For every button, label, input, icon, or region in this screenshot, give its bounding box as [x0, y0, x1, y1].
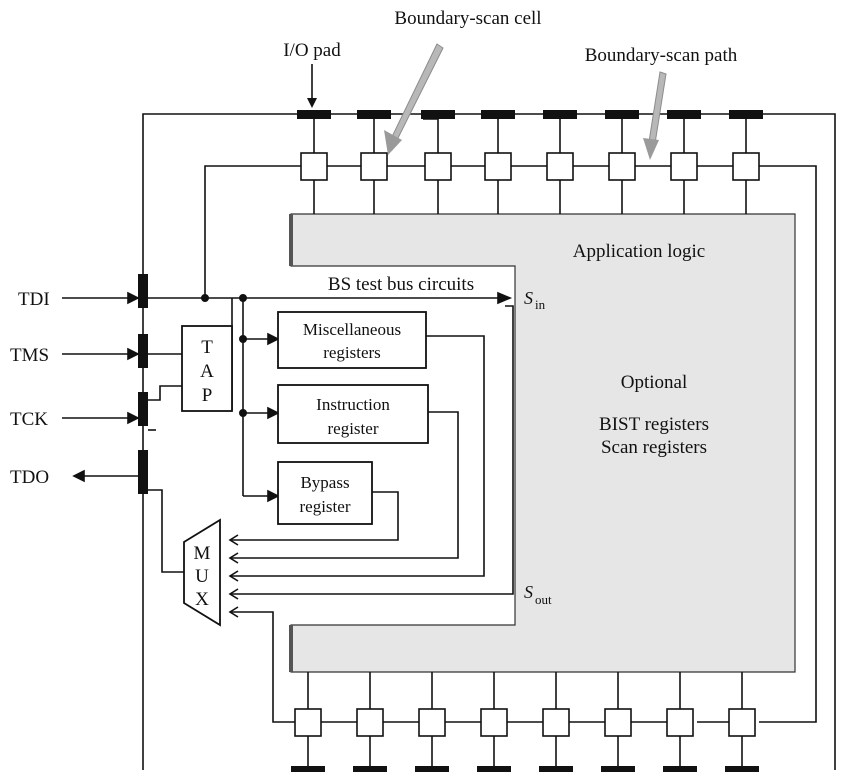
tap-letter-p: P	[202, 385, 213, 406]
io-pad	[297, 110, 331, 119]
top-io-pads	[297, 110, 763, 119]
boundary-scan-cell	[480, 708, 508, 737]
scan-label: Scan registers	[601, 437, 707, 458]
boundary-scan-cell	[732, 152, 760, 181]
tap-letter-t: T	[201, 337, 213, 358]
boundary-scan-cell	[608, 152, 636, 181]
bist-label: BIST registers	[599, 414, 709, 435]
pin-tms: TMS	[10, 345, 49, 366]
misc-registers-box	[277, 311, 427, 369]
boundary-scan-cell	[604, 708, 632, 737]
s-in-subscript: in	[535, 297, 546, 312]
instruction-register-box	[277, 384, 429, 444]
io-pad	[421, 110, 455, 119]
pin-tdo: TDO	[10, 467, 49, 488]
pin-pads	[138, 274, 148, 494]
application-logic-label: Application logic	[573, 241, 705, 262]
boundary-scan-path-label: Boundary-scan path	[585, 45, 738, 66]
bottom-io-pads	[291, 766, 759, 772]
boundary-scan-cell	[294, 708, 322, 737]
mux-letter-m: M	[194, 543, 211, 564]
boundary-scan-cell	[546, 152, 574, 181]
bottom-scan-chain	[228, 606, 729, 723]
boundary-scan-cell	[300, 152, 328, 181]
top-scan-chain	[204, 165, 817, 723]
label-pointers	[307, 43, 667, 160]
register-outputs	[228, 305, 514, 600]
bs-cell-pointer	[387, 43, 444, 151]
boundary-scan-cell	[360, 152, 388, 181]
io-pad	[543, 110, 577, 119]
pin-tck: TCK	[10, 409, 48, 430]
tdi-bus	[148, 291, 513, 503]
bypass-register-box	[277, 461, 373, 525]
boundary-scan-cell	[424, 152, 452, 181]
tap-letter-a: A	[200, 361, 214, 382]
mux-to-tdo	[148, 489, 184, 573]
misc-label-2: registers	[323, 343, 381, 362]
tap-controller	[181, 325, 233, 412]
io-pad	[481, 110, 515, 119]
instruction-label-2: register	[328, 419, 379, 438]
boundary-scan-cell	[484, 152, 512, 181]
io-pad	[729, 110, 763, 119]
io-pad-label: I/O pad	[283, 40, 341, 61]
mux	[183, 518, 221, 627]
bypass-label-2: register	[300, 497, 351, 516]
bs-bus-label: BS test bus circuits	[328, 274, 474, 295]
mux-letter-u: U	[195, 566, 209, 587]
boundary-scan-cell	[542, 708, 570, 737]
misc-label-1: Miscellaneous	[303, 320, 401, 339]
s-in-label: S	[524, 288, 533, 308]
mux-letter-x: X	[195, 589, 209, 610]
s-out-subscript: out	[535, 592, 552, 607]
io-pad	[667, 110, 701, 119]
boundary-scan-cell-label: Boundary-scan cell	[394, 8, 541, 29]
io-pad	[605, 110, 639, 119]
instruction-label-1: Instruction	[316, 395, 390, 414]
boundary-scan-cell	[670, 152, 698, 181]
optional-label: Optional	[621, 372, 688, 393]
boundary-scan-cell	[356, 708, 384, 737]
boundary-scan-cell	[666, 708, 694, 737]
top-cells	[300, 152, 760, 181]
boundary-scan-cell	[728, 708, 756, 737]
bs-path-pointer	[647, 71, 667, 151]
boundary-scan-cell	[418, 708, 446, 737]
s-out-label: S	[524, 582, 533, 602]
io-pad	[357, 110, 391, 119]
pin-tdi: TDI	[18, 289, 50, 310]
pin-lines	[62, 291, 140, 483]
bypass-label-1: Bypass	[300, 473, 349, 492]
